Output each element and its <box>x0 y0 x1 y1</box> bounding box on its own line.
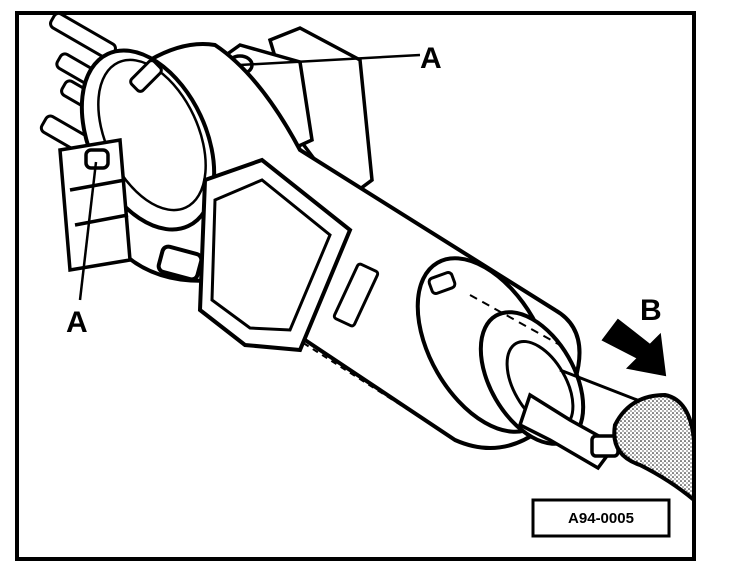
side-connector <box>58 137 132 273</box>
callout-a-top: A <box>420 42 442 75</box>
ignition-switch-module <box>156 157 353 353</box>
callout-b: B <box>640 294 662 327</box>
barrel-window <box>332 262 457 328</box>
leader-lines <box>78 53 421 301</box>
reference-code-box: A94-0005 <box>531 498 671 538</box>
push-arrow-b <box>601 318 667 377</box>
ignition-key <box>517 368 651 471</box>
housing-slot <box>129 59 163 93</box>
callout-a-left: A <box>66 306 88 339</box>
hand-grip <box>612 392 696 505</box>
reference-code: A94-0005 <box>568 510 634 527</box>
figure-frame <box>15 11 696 561</box>
